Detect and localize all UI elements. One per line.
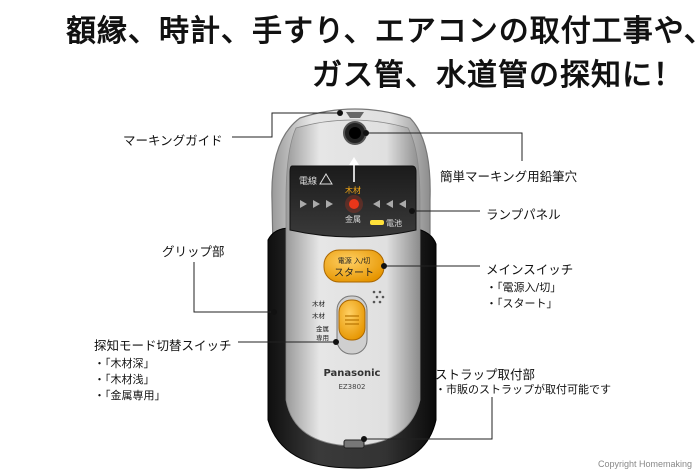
- mode-label-metal: 金属: [316, 324, 329, 333]
- button-label-power: 電源 入/切: [338, 256, 371, 265]
- panel-wood-label: 木材: [345, 185, 361, 195]
- callout-pencil-hole: 簡単マーキング用鉛筆穴: [440, 169, 578, 184]
- brand-logo: Panasonic: [324, 368, 381, 379]
- battery-led: [370, 220, 384, 225]
- mode-label-only: 専用: [316, 333, 329, 342]
- main-switch-item-start: ・「スタート」: [486, 297, 558, 310]
- callout-marking-guide: マーキングガイド: [123, 133, 223, 148]
- mode-label-wood-deep: 木材: [312, 299, 326, 308]
- callout-mode-switch: 探知モード切替スイッチ: [94, 338, 232, 353]
- strap-note: ・市販のストラップが取付可能です: [435, 383, 611, 396]
- callout-grip: グリップ部: [162, 244, 225, 259]
- callout-main-switch: メインスイッチ: [486, 262, 574, 277]
- speaker-grille: [372, 290, 385, 304]
- mode-label-wood-shallow: 木材: [312, 311, 326, 320]
- callout-strap: ストラップ取付部: [435, 367, 536, 382]
- mode-switch-item-metal-only: ・「金属専用」: [94, 389, 166, 402]
- panel-battery-label: 電池: [386, 218, 402, 228]
- main-switch-item-power: ・「電源入/切」: [486, 281, 562, 294]
- headline-line-2: ガス管、水道管の探知に！: [312, 58, 684, 93]
- strap-slot: [343, 439, 365, 449]
- panel-wire-label: 電線: [299, 175, 317, 187]
- callout-lamp-panel: ランプパネル: [486, 207, 561, 222]
- mode-switch-item-wood-shallow: ・「木材浅」: [94, 373, 155, 386]
- copyright-text: Copyright Homemaking: [597, 459, 692, 469]
- headline-line-1: 額縁、時計、手すり、エアコンの取付工事や、: [66, 14, 700, 49]
- button-label-start: スタート: [334, 267, 374, 279]
- model-number: EZ3802: [338, 383, 365, 391]
- center-led: [349, 199, 359, 209]
- panel-metal-label: 金属: [345, 214, 361, 224]
- mode-switch-item-wood-deep: ・「木材深」: [94, 357, 155, 370]
